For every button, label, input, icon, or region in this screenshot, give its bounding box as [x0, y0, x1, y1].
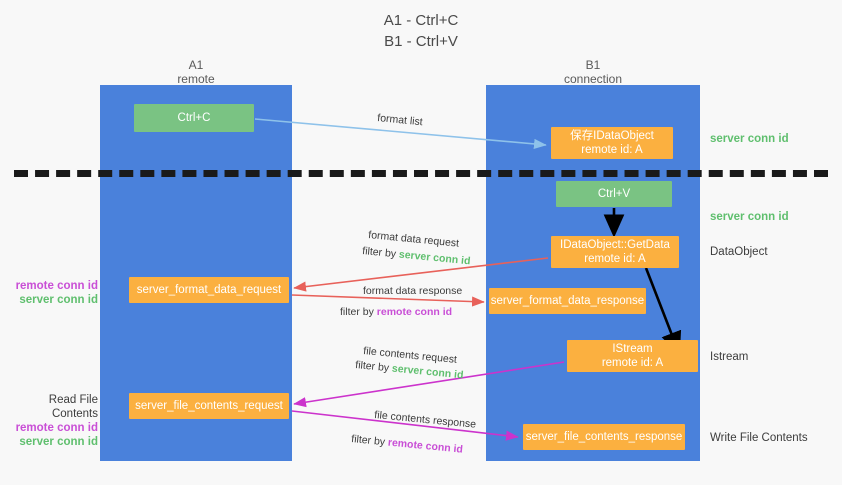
node-getdata-sublabel: remote id: A — [584, 253, 646, 265]
node-istream[interactable]: IStream remote id: A — [567, 340, 698, 372]
annotation-server-conn-id-lower: server conn id — [19, 436, 98, 448]
label-filter-prefix-4: filter by — [350, 432, 389, 449]
annotation-conn-ids-lower: Read File Contents remote conn id server… — [8, 393, 98, 449]
annotation-dataobject: DataObject — [710, 246, 768, 258]
page-title: A1 - Ctrl+C B1 - Ctrl+V — [0, 10, 842, 52]
node-idataobject-getdata[interactable]: IDataObject::GetData remote id: A — [551, 236, 679, 268]
label-format-data-response-filter: filter by remote conn id — [340, 305, 452, 319]
node-getdata-label: IDataObject::GetData — [560, 239, 670, 251]
lane-header-a1-role: remote — [177, 72, 215, 86]
annotation-server-conn-id-upper: server conn id — [19, 294, 98, 306]
label-filter-key-2: remote conn id — [376, 306, 453, 318]
label-filter-prefix-3: filter by — [354, 358, 393, 375]
lane-header-b1-name: B1 — [585, 58, 601, 72]
label-filter-prefix-1: filter by — [361, 244, 400, 261]
annotation-server-conn-id-top: server conn id — [710, 133, 789, 145]
label-file-contents-response-filter: filter by remote conn id — [351, 432, 464, 457]
annotation-conn-ids-upper: remote conn id server conn id — [8, 279, 98, 307]
node-ctrl-c-label: Ctrl+C — [177, 112, 211, 124]
node-save-idataobject[interactable]: 保存IDataObject remote id: A — [551, 127, 673, 159]
node-server-file-contents-response-label: server_file_contents_response — [525, 431, 683, 443]
lane-header-a1: A1 remote — [100, 58, 292, 86]
node-save-idataobject-label: 保存IDataObject — [570, 130, 654, 142]
node-server-file-contents-request[interactable]: server_file_contents_request — [129, 393, 289, 419]
node-server-file-contents-request-label: server_file_contents_request — [135, 400, 283, 412]
annotation-write-file-contents: Write File Contents — [710, 432, 808, 444]
node-ctrl-c[interactable]: Ctrl+C — [134, 104, 254, 132]
node-istream-label: IStream — [612, 343, 653, 355]
annotation-server-conn-id-mid: server conn id — [710, 211, 789, 223]
node-ctrl-v[interactable]: Ctrl+V — [556, 181, 672, 207]
node-server-format-data-request-label: server_format_data_request — [136, 284, 282, 296]
title-line-2: B1 - Ctrl+V — [384, 33, 458, 50]
label-filter-key-1: server conn id — [398, 248, 471, 268]
label-filter-key-4: remote conn id — [387, 436, 464, 456]
label-format-data-response: format data response — [363, 285, 463, 297]
lane-header-b1-role: connection — [563, 72, 623, 86]
lane-header-a1-name: A1 — [188, 58, 204, 72]
node-server-format-data-response-label: server_format_data_response — [490, 295, 645, 307]
annotation-istream: Istream — [710, 351, 749, 363]
node-ctrl-v-label: Ctrl+V — [597, 188, 631, 200]
node-save-idataobject-sublabel: remote id: A — [581, 144, 643, 156]
node-server-format-data-response[interactable]: server_format_data_response — [489, 288, 646, 314]
node-istream-sublabel: remote id: A — [601, 357, 664, 369]
label-file-contents-response: file contents response — [373, 408, 477, 431]
lane-header-b1: B1 connection — [486, 58, 700, 86]
label-format-list: format list — [376, 111, 424, 129]
annotation-remote-conn-id-lower: remote conn id — [15, 422, 98, 434]
node-server-format-data-request[interactable]: server_format_data_request — [129, 277, 289, 303]
label-filter-prefix-2: filter by — [340, 306, 377, 318]
node-server-file-contents-response[interactable]: server_file_contents_response — [523, 424, 685, 450]
phase-divider — [14, 170, 828, 177]
annotation-read-file-contents: Read File Contents — [48, 394, 98, 420]
title-line-1: A1 - Ctrl+C — [383, 12, 459, 29]
annotation-remote-conn-id-upper: remote conn id — [15, 280, 98, 292]
